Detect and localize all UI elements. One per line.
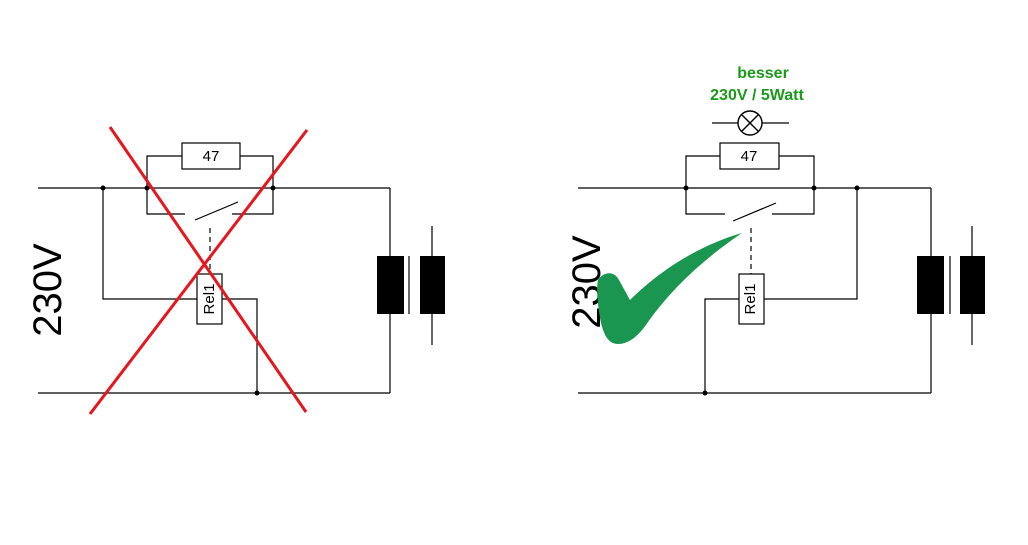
junction xyxy=(144,185,150,191)
coil-lead-left xyxy=(102,188,197,300)
junction xyxy=(811,185,817,191)
contact-lead-left xyxy=(146,188,185,215)
transformer-coil-secondary xyxy=(960,256,985,314)
relay-contact xyxy=(194,201,239,221)
junction xyxy=(854,185,860,191)
coil-lead-right xyxy=(764,188,858,300)
contact-lead-right xyxy=(232,188,274,215)
lamp-icon xyxy=(712,110,789,136)
coil-lead-left xyxy=(704,298,739,393)
lamp-note-line1: besser xyxy=(737,65,789,82)
resistor-lead-right xyxy=(240,155,274,188)
resistor-lead-left xyxy=(146,155,182,188)
resistor-label: 47 xyxy=(741,148,758,165)
coil-lead-right xyxy=(222,298,258,393)
relay-coil xyxy=(738,273,765,325)
left-circuit: 47 Rel1 230V xyxy=(26,126,445,415)
junction xyxy=(683,185,689,191)
transformer-coil-primary xyxy=(917,256,944,314)
transformer-coil-primary xyxy=(377,256,404,314)
resistor-label: 47 xyxy=(203,148,220,165)
resistor xyxy=(181,142,241,170)
junction xyxy=(254,390,260,396)
resistor-lead-left xyxy=(685,155,720,188)
contact-lead-left xyxy=(685,188,725,215)
voltage-label: 230V xyxy=(26,243,70,337)
relay-contact xyxy=(732,202,777,222)
junction xyxy=(100,185,106,191)
junction xyxy=(270,185,276,191)
resistor-lead-right xyxy=(779,155,815,188)
right-circuit: 47 Rel1 besser 230V / xyxy=(565,65,985,396)
wrong-cross-icon xyxy=(88,126,309,415)
relay-label: Rel1 xyxy=(742,284,759,315)
resistor xyxy=(719,142,780,170)
relay-label: Rel1 xyxy=(201,284,218,315)
transformer-coil-secondary xyxy=(420,256,445,314)
lamp-note-line2: 230V / 5Watt xyxy=(710,87,804,104)
checkmark-icon xyxy=(597,233,742,344)
junction xyxy=(702,390,708,396)
contact-lead-right xyxy=(772,188,815,215)
